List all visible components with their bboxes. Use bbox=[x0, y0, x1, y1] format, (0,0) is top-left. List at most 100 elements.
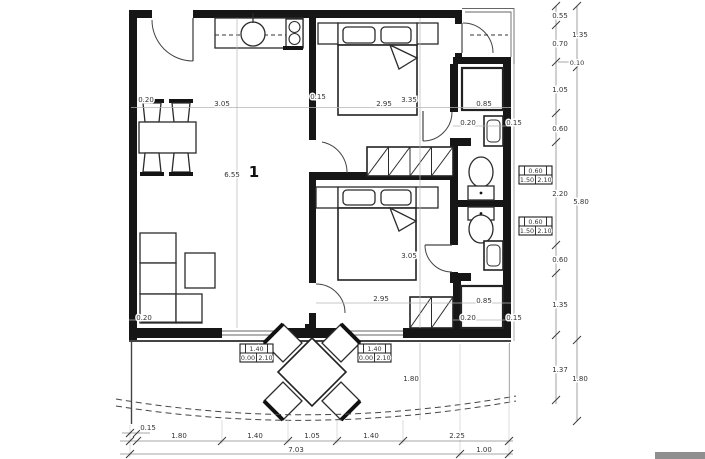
stove-icon bbox=[283, 18, 304, 50]
wall-closet1-top bbox=[453, 57, 511, 64]
dim-label: 1.80 bbox=[572, 375, 588, 383]
dim-label: 3.35 bbox=[401, 96, 417, 104]
chair-back bbox=[140, 99, 164, 103]
chair-icon bbox=[171, 152, 191, 173]
chair-icon bbox=[142, 102, 162, 123]
wall-partition-a bbox=[309, 18, 316, 140]
dim-label: 0.20 bbox=[138, 96, 154, 104]
schedule-head: 2.10 bbox=[537, 176, 551, 184]
chain-ticks bbox=[551, 1, 582, 426]
terrace-boundary-dashed bbox=[115, 395, 517, 416]
pillow-icon bbox=[342, 189, 376, 206]
washbasin-icon bbox=[483, 115, 504, 147]
sofa bbox=[139, 232, 216, 324]
wall-partition-b bbox=[309, 172, 316, 283]
nightstand bbox=[317, 22, 339, 45]
nightstand bbox=[315, 186, 339, 209]
dim-label: 2.95 bbox=[376, 100, 392, 108]
pillow-icon bbox=[342, 26, 376, 44]
dim-label: 0.15 bbox=[506, 314, 522, 322]
wall-bath2-stub bbox=[450, 273, 471, 281]
chair-back bbox=[169, 99, 193, 103]
wall-closet2-left bbox=[453, 281, 461, 328]
schedule-width: 0.60 bbox=[528, 167, 542, 175]
dim-label: 7.03 bbox=[288, 446, 304, 454]
terrace-chair bbox=[262, 381, 303, 422]
dim-label: 0.20 bbox=[460, 314, 476, 322]
dim-label: 1.35 bbox=[552, 301, 568, 309]
dim-label: 1.80 bbox=[171, 432, 187, 440]
dim-label: 2.95 bbox=[373, 295, 389, 303]
dining-set bbox=[138, 99, 197, 176]
wardrobe-icon bbox=[409, 296, 454, 329]
dim-label: 3.05 bbox=[214, 100, 230, 108]
dim-label: 1.00 bbox=[476, 446, 492, 454]
schedule-head: 2.10 bbox=[376, 354, 390, 362]
coffee-table bbox=[184, 252, 216, 289]
schedule-sill: 0.00 bbox=[241, 354, 255, 362]
walls bbox=[129, 8, 515, 424]
wall-bath-left-a bbox=[450, 146, 458, 245]
dim-label: 1.80 bbox=[403, 375, 419, 383]
sofa-section bbox=[139, 232, 177, 264]
wall-top-seg1 bbox=[129, 10, 152, 18]
wall-closet1-left bbox=[450, 64, 458, 112]
sofa-corner bbox=[175, 293, 203, 324]
toilet-icon bbox=[467, 206, 495, 244]
schedule-sill: 1.50 bbox=[520, 176, 534, 184]
dim-label: 6.55 bbox=[224, 171, 240, 179]
wall-bottom-seg2 bbox=[287, 328, 338, 338]
wall-left bbox=[129, 10, 137, 340]
door-schedule-box: 1.40 0.00 2.10 bbox=[239, 343, 274, 363]
wall-bath1-stub bbox=[450, 138, 471, 146]
terrace-chair bbox=[321, 381, 362, 422]
bathroom2-door bbox=[424, 244, 453, 273]
closet-lower bbox=[459, 284, 505, 330]
toilet-icon bbox=[467, 156, 495, 201]
bed-fold bbox=[388, 43, 419, 70]
schedule-head: 2.10 bbox=[258, 354, 272, 362]
opening-schedule-boxes: 0.60 1.50 2.10 0.60 1.50 2.10 1.40 0.00 … bbox=[239, 165, 553, 363]
doors bbox=[151, 18, 494, 314]
bedroom-2 bbox=[315, 186, 454, 329]
scrollbar-thumb[interactable] bbox=[655, 452, 705, 459]
nightstand bbox=[415, 186, 439, 209]
dim-label: 0.55 bbox=[552, 12, 568, 20]
dim-label: 1.05 bbox=[552, 86, 568, 94]
bedroom2-door bbox=[315, 283, 346, 314]
wall-bottom-notch bbox=[305, 324, 315, 328]
terrace-chair bbox=[321, 322, 362, 363]
dimension-lines bbox=[129, 18, 517, 420]
dim-label: 1.05 bbox=[304, 432, 320, 440]
chair-icon bbox=[142, 152, 162, 173]
bedroom-1 bbox=[317, 22, 439, 116]
dim-label: 0.60 bbox=[552, 125, 568, 133]
dim-label: 5.80 bbox=[573, 198, 589, 206]
schedule-width: 1.40 bbox=[367, 345, 381, 353]
bathrooms bbox=[459, 66, 505, 330]
wall-bottom-seg3 bbox=[403, 328, 511, 338]
dim-label: 0.20 bbox=[460, 119, 476, 127]
chain-ticks bbox=[125, 428, 514, 459]
schedule-sill: 1.50 bbox=[520, 227, 534, 235]
entry-door bbox=[151, 18, 194, 62]
window-schedule-box: 0.60 1.50 2.10 bbox=[518, 216, 553, 236]
dim-label: 1.35 bbox=[572, 31, 588, 39]
interior-dimension-labels: 0.20 3.05 0.15 2.95 3.35 0.85 0.20 0.15 … bbox=[135, 92, 524, 385]
dim-label: 1.37 bbox=[552, 366, 568, 374]
pillow-icon bbox=[380, 26, 412, 44]
sink-icon bbox=[240, 13, 266, 47]
sofa-section bbox=[139, 262, 177, 295]
chair-back bbox=[169, 172, 193, 176]
wall-top-seg2 bbox=[193, 10, 462, 18]
room-number: 1 bbox=[249, 163, 259, 181]
vestibule-door bbox=[461, 22, 494, 54]
dining-table bbox=[138, 121, 197, 154]
dim-label: 1.40 bbox=[363, 432, 379, 440]
extension-lines bbox=[129, 344, 510, 457]
schedule-width: 1.40 bbox=[249, 345, 263, 353]
kitchen bbox=[214, 13, 508, 50]
dim-label: 0.85 bbox=[476, 100, 492, 108]
wall-vestibule-stub bbox=[455, 10, 462, 24]
